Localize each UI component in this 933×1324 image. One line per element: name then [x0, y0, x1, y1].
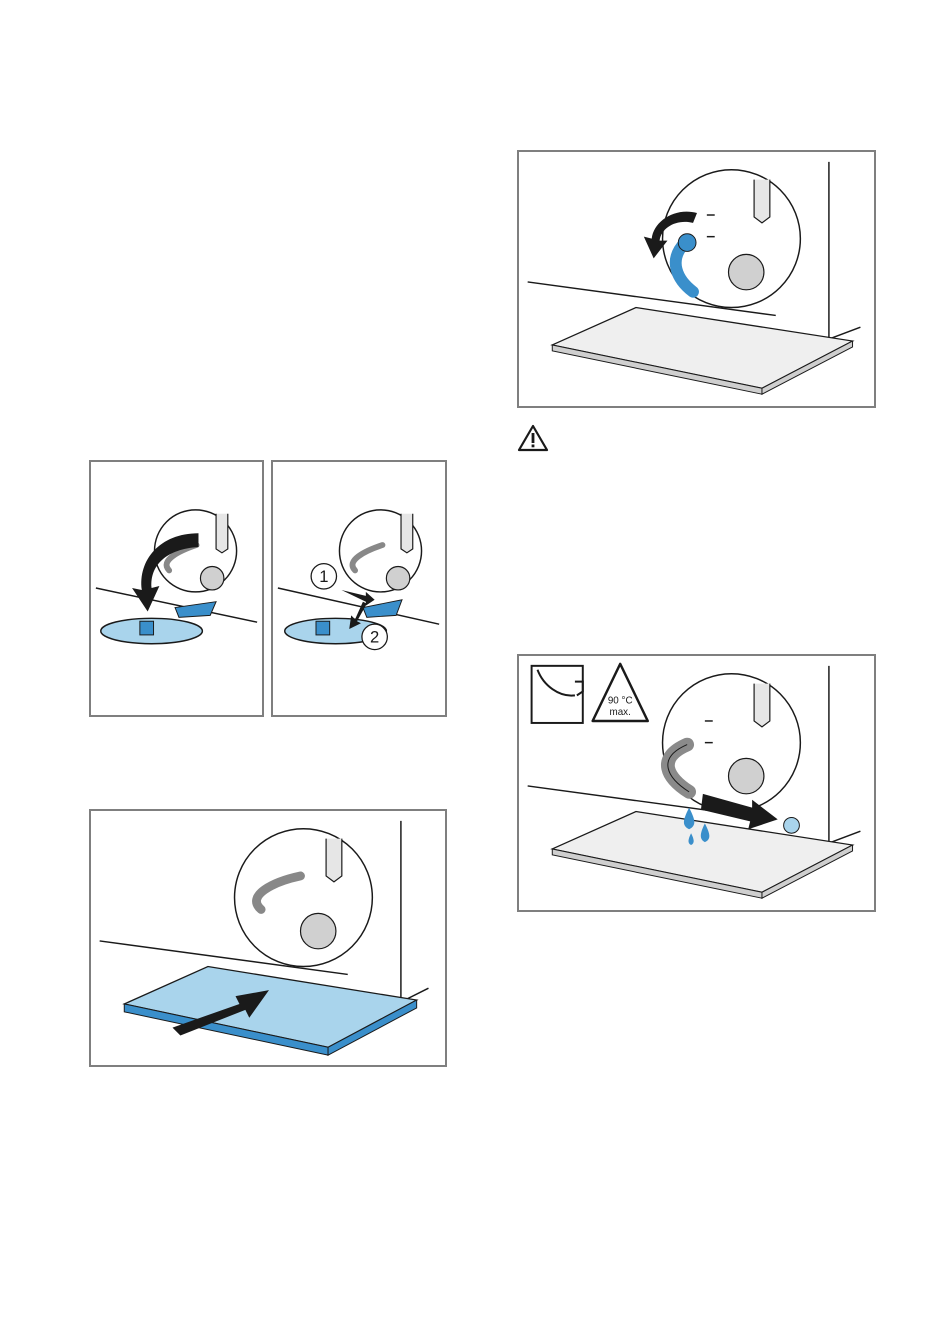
temp-sub: max. [610, 707, 631, 718]
figure-rotate-plug [517, 150, 876, 408]
temp-label: 90 °C [608, 695, 633, 706]
figure-insert-tray [89, 809, 447, 1067]
bucket-icon [532, 666, 583, 723]
water-drop-icon [684, 808, 694, 830]
rotate-plug-illustration [519, 152, 874, 406]
unclip-flap-illustration: 1 2 [273, 462, 445, 715]
figure-open-flap [89, 460, 264, 717]
figure-unclip-flap: 1 2 [271, 460, 447, 717]
drain-water-illustration: 90 °C max. [519, 656, 874, 910]
warning-triangle-icon [517, 424, 549, 452]
temperature-triangle-icon: 90 °C max. [593, 664, 648, 721]
callout-2: 2 [370, 628, 379, 647]
insert-tray-illustration [91, 811, 445, 1065]
callout-1: 1 [319, 567, 328, 586]
figure-drain-water: 90 °C max. [517, 654, 876, 912]
open-flap-illustration [91, 462, 262, 715]
